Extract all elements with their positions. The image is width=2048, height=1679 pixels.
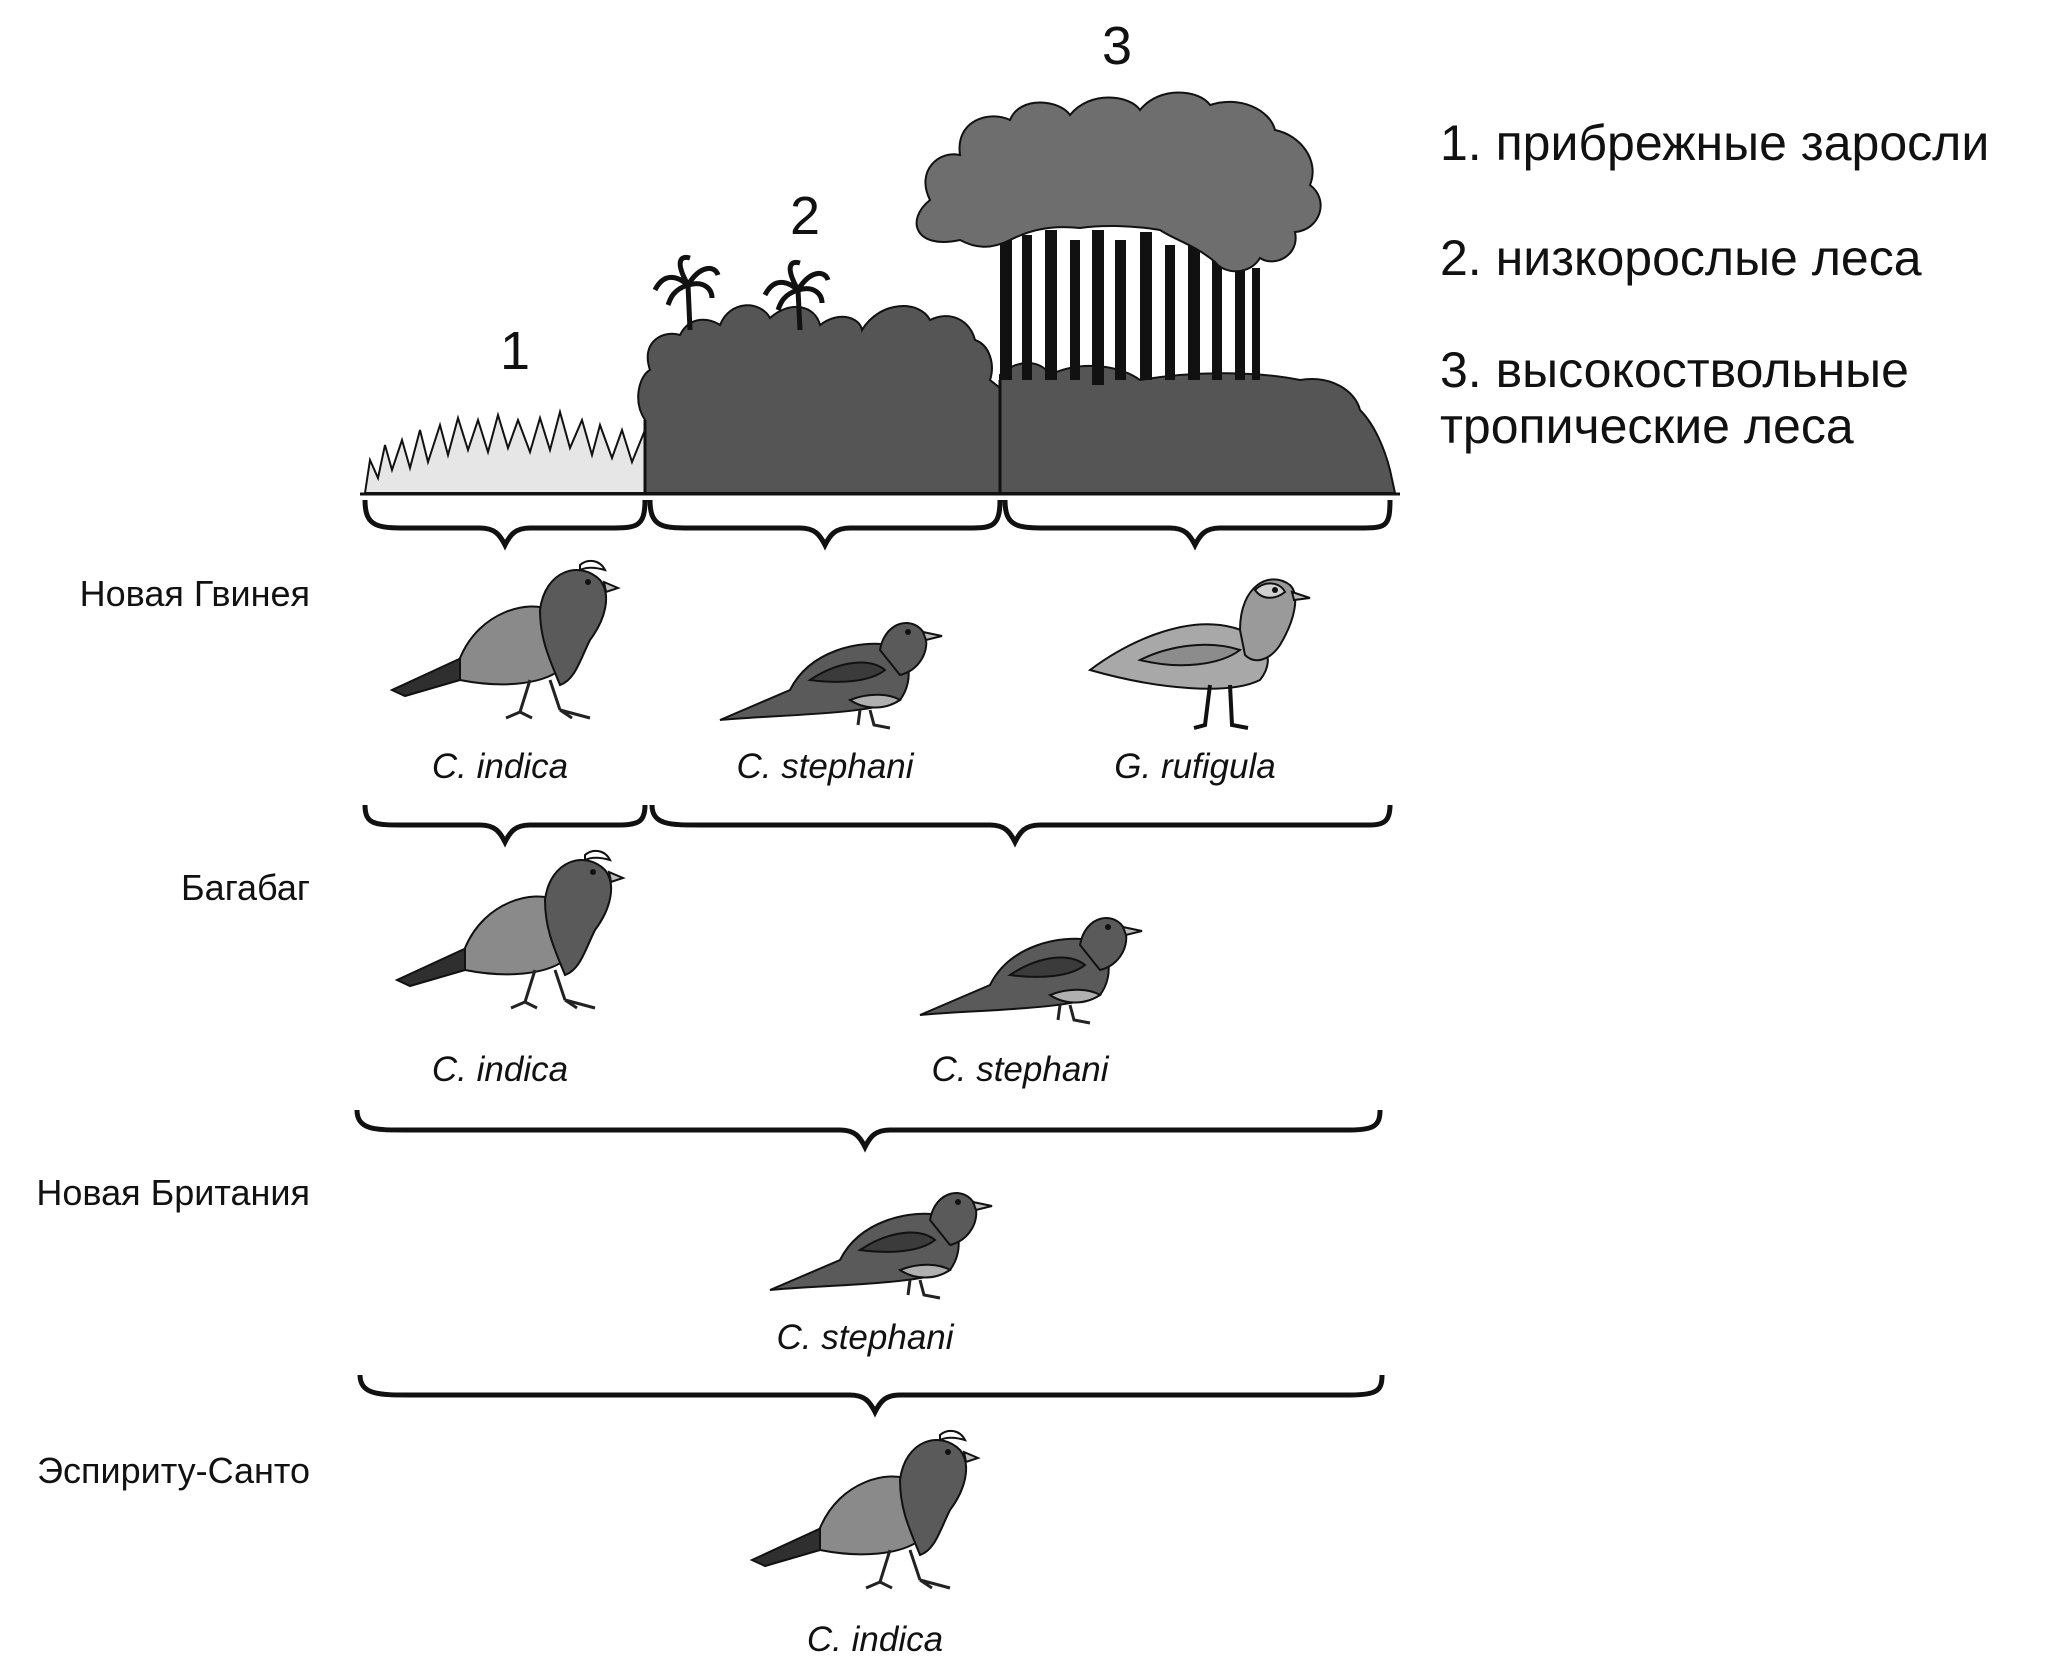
legend-item-1: 1. прибрежные заросли (1440, 115, 1990, 171)
island-label: Новая Гвинея (79, 573, 310, 614)
bird-icon (750, 1429, 980, 1590)
species-label: C. stephani (931, 1050, 1109, 1089)
zone-1-thickets (363, 408, 646, 494)
island-label: Эспириту-Санто (37, 1450, 310, 1491)
legend-item-2: 2. низкорослые леса (1440, 230, 1922, 286)
zone-number-3: 3 (1101, 16, 1133, 76)
zone-3-tall-forest (915, 91, 1397, 494)
legend-item-3-line1: 3. высокоствольные (1440, 342, 1909, 398)
species-label: C. indica (806, 1620, 944, 1659)
bird-icon (395, 849, 625, 1010)
island-label: Багабаг (181, 867, 310, 908)
brace-icon (362, 499, 1393, 551)
palm-icon (652, 254, 721, 331)
bird-icon (768, 1191, 994, 1300)
bird-icon (1088, 577, 1312, 730)
bird-icon (918, 916, 1144, 1025)
zone-number-2: 2 (789, 186, 821, 246)
species-label: C. indica (431, 1050, 569, 1089)
species-label: C. stephani (736, 747, 914, 786)
palm-icon (762, 259, 831, 331)
species-label: C. indica (431, 747, 569, 786)
species-label: C. stephani (776, 1318, 954, 1357)
legend-item-3-line2: тропические леса (1440, 398, 1854, 454)
tree-trunks-icon (1000, 230, 1260, 385)
zone-number-1: 1 (499, 321, 531, 381)
bird-icon (390, 559, 620, 720)
bird-icon (718, 621, 944, 730)
species-label: G. rufigula (1114, 747, 1276, 786)
brace-icon (354, 804, 1393, 1418)
island-label: Новая Британия (36, 1172, 310, 1213)
zone-2-low-forest (637, 254, 1001, 494)
